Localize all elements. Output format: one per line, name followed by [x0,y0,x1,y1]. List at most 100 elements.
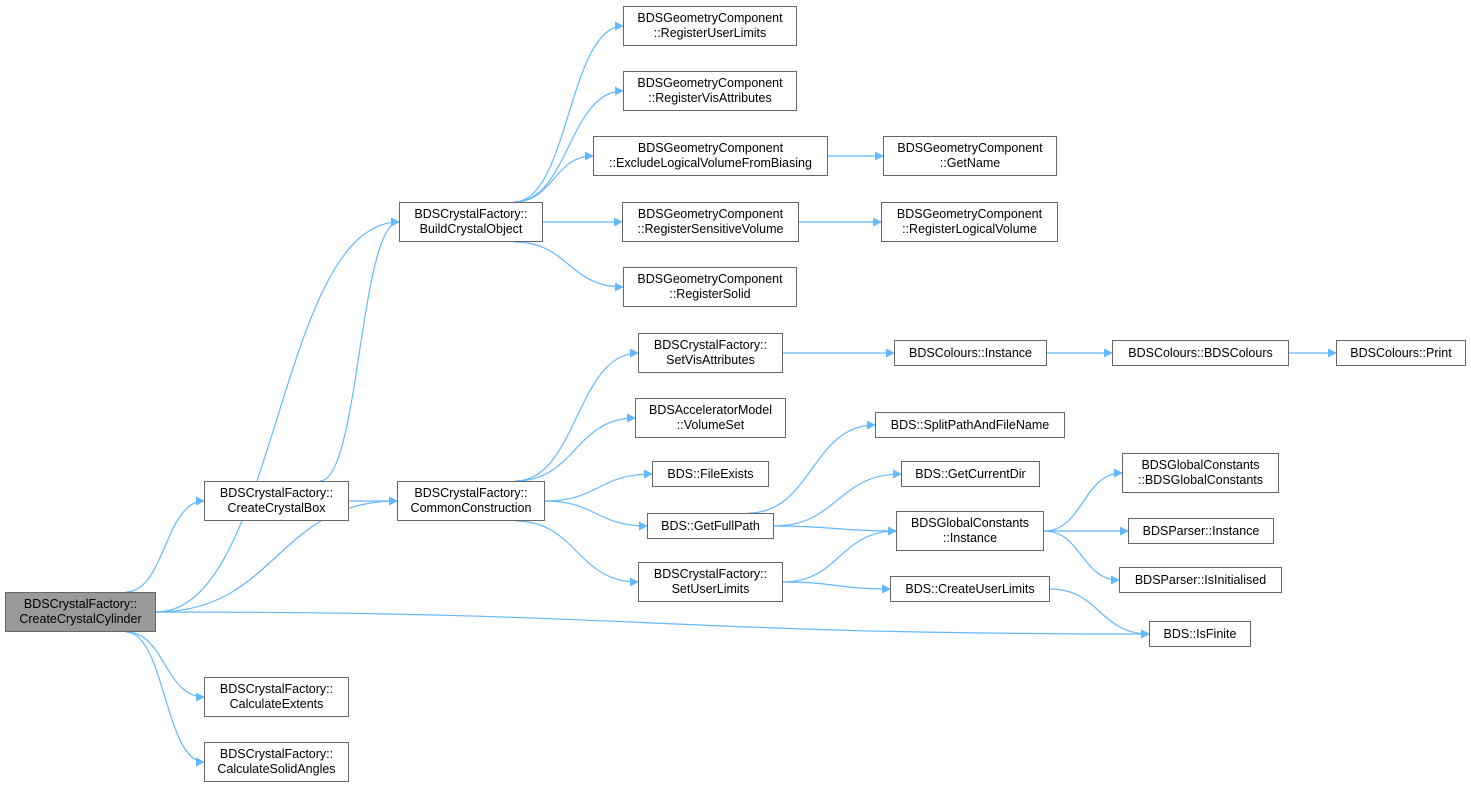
node-colours-instance[interactable]: BDSColours::Instance [894,340,1047,366]
edge-create_crystal_cylinder-to-build_crystal_object [155,217,400,613]
edge-get_full_path-to-split_path [748,420,876,514]
node-create-crystal-box[interactable]: BDSCrystalFactory:: CreateCrystalBox [204,481,349,521]
edge-get_full_path-to-get_current_dir [773,469,902,527]
node-register-logical-volume[interactable]: BDSGeometryComponent ::RegisterLogicalVo… [881,202,1058,242]
node-colours-constructor[interactable]: BDSColours::BDSColours [1112,340,1289,366]
node-global-constants-constructor[interactable]: BDSGlobalConstants ::BDSGlobalConstants [1122,453,1279,493]
node-line: BDSCrystalFactory:: [23,597,138,611]
node-create-crystal-cylinder: BDSCrystalFactory:: CreateCrystalCylinde… [5,592,156,632]
node-parser-is-initialised[interactable]: BDSParser::IsInitialised [1119,567,1282,593]
node-line: BDSParser::IsInitialised [1134,572,1267,587]
node-line: BDSCrystalFactory:: [414,207,528,221]
node-line: BDS::GetCurrentDir [915,466,1026,481]
node-get-current-dir[interactable]: BDS::GetCurrentDir [901,461,1040,487]
node-line: SetUserLimits [671,582,750,596]
edge-common_construction-to-file_exists [544,469,653,502]
node-line: BDSCrystalFactory:: [219,486,334,500]
edge-build_crystal_object-to-exclude_logical_volume [514,151,594,203]
node-line: BDSCrystalFactory:: [414,486,528,500]
node-line: BDSColours::Print [1350,345,1452,360]
node-register-solid[interactable]: BDSGeometryComponent ::RegisterSolid [623,267,797,307]
node-global-constants-instance[interactable]: BDSGlobalConstants ::Instance [896,511,1044,551]
edge-create_crystal_cylinder-to-calculate_solid_angles [125,631,205,767]
node-line: ::ExcludeLogicalVolumeFromBiasing [609,156,812,170]
node-line: BDSGlobalConstants [1141,458,1260,472]
node-set-user-limits[interactable]: BDSCrystalFactory:: SetUserLimits [638,562,783,602]
node-line: ::RegisterVisAttributes [648,91,772,105]
node-line: BDSGeometryComponent [897,141,1043,155]
node-line: BDS::GetFullPath [661,518,760,533]
node-line: BDS::FileExists [667,466,754,481]
node-line: ::GetName [939,156,1001,170]
node-register-sensitive-volume[interactable]: BDSGeometryComponent ::RegisterSensitive… [622,202,799,242]
edge-build_crystal_object-to-register_user_limits [514,21,624,203]
node-split-path-and-file-name[interactable]: BDS::SplitPathAndFileName [875,412,1065,438]
edge-build_crystal_object-to-register_solid [514,241,624,292]
edge-create_crystal_cylinder-to-common_construction [155,496,398,613]
node-line: BDS::SplitPathAndFileName [890,417,1050,432]
node-line: BDSCrystalFactory:: [653,567,768,581]
node-line: ::RegisterSolid [669,287,751,301]
node-calculate-solid-angles[interactable]: BDSCrystalFactory:: CalculateSolidAngles [204,742,349,782]
node-line: ::RegisterUserLimits [653,26,767,40]
edge-create_crystal_cylinder-to-calculate_extents [125,631,205,702]
node-line: BDSGeometryComponent [637,141,784,155]
node-common-construction[interactable]: BDSCrystalFactory:: CommonConstruction [397,481,545,521]
edge-create_crystal_cylinder-to-create_crystal_box [125,496,205,593]
edge-common_construction-to-get_full_path [544,500,648,531]
node-line: BDSGeometryComponent [896,207,1043,221]
node-line: BDS::IsFinite [1163,626,1237,641]
node-build-crystal-object[interactable]: BDSCrystalFactory:: BuildCrystalObject [399,202,543,242]
node-exclude-logical-volume-from-biasing[interactable]: BDSGeometryComponent ::ExcludeLogicalVol… [593,136,828,176]
node-line: ::RegisterSensitiveVolume [637,222,784,236]
node-get-name[interactable]: BDSGeometryComponent ::GetName [883,136,1057,176]
node-line: CalculateExtents [229,697,324,711]
node-line: BDSCrystalFactory:: [653,338,768,352]
node-parser-instance[interactable]: BDSParser::Instance [1128,518,1274,544]
edge-global_constants_instance-to-global_constants_ctor [1043,468,1123,532]
edge-common_construction-to-set_user_limits [515,520,639,587]
node-line: ::Instance [942,531,998,545]
node-get-full-path[interactable]: BDS::GetFullPath [647,513,774,539]
node-register-user-limits[interactable]: BDSGeometryComponent ::RegisterUserLimit… [623,6,797,46]
node-line: BDS::CreateUserLimits [905,581,1035,596]
edge-build_crystal_object-to-register_vis_attributes [514,86,624,203]
node-line: BDSGeometryComponent [637,272,783,286]
node-volume-set[interactable]: BDSAcceleratorModel ::VolumeSet [635,398,786,438]
edge-global_constants_instance-to-parser_is_initialised [1043,530,1120,585]
node-line: BDSGeometryComponent [637,76,783,90]
node-line: CreateCrystalBox [227,501,326,515]
node-line: ::VolumeSet [676,418,745,432]
node-line: BDSAcceleratorModel [649,403,772,417]
edge-create_user_limits-to-is_finite [1049,588,1150,639]
node-create-user-limits[interactable]: BDS::CreateUserLimits [890,576,1050,602]
node-line: ::BDSGlobalConstants [1137,473,1264,487]
edge-common_construction-to-set_vis_attributes [515,348,639,482]
node-register-vis-attributes[interactable]: BDSGeometryComponent ::RegisterVisAttrib… [623,71,797,111]
node-colours-print[interactable]: BDSColours::Print [1336,340,1466,366]
node-line: CreateCrystalCylinder [19,612,142,626]
edge-common_construction-to-volume_set [515,413,636,482]
node-calculate-extents[interactable]: BDSCrystalFactory:: CalculateExtents [204,677,349,717]
node-line: BDSGlobalConstants [910,516,1030,530]
node-line: ::RegisterLogicalVolume [902,222,1037,236]
node-line: BDSCrystalFactory:: [219,747,334,761]
node-is-finite[interactable]: BDS::IsFinite [1149,621,1251,647]
node-file-exists[interactable]: BDS::FileExists [652,461,769,487]
edge-get_full_path-to-global_constants_instance [773,525,897,536]
node-line: BuildCrystalObject [419,222,523,236]
node-line: BDSColours::BDSColours [1128,345,1273,360]
edge-set_user_limits-to-global_constants_instance [782,526,897,583]
node-line: BDSGeometryComponent [637,207,784,221]
node-line: BDSGeometryComponent [637,11,783,25]
node-set-vis-attributes[interactable]: BDSCrystalFactory:: SetVisAttributes [638,333,783,373]
node-line: CommonConstruction [410,501,532,515]
node-line: BDSCrystalFactory:: [219,682,334,696]
edge-create_crystal_box-to-build_crystal_object [319,217,400,482]
node-line: BDSColours::Instance [909,345,1032,360]
node-line: CalculateSolidAngles [217,762,336,776]
node-line: BDSParser::Instance [1142,523,1260,538]
edge-create_crystal_cylinder-to-is_finite [155,611,1150,639]
